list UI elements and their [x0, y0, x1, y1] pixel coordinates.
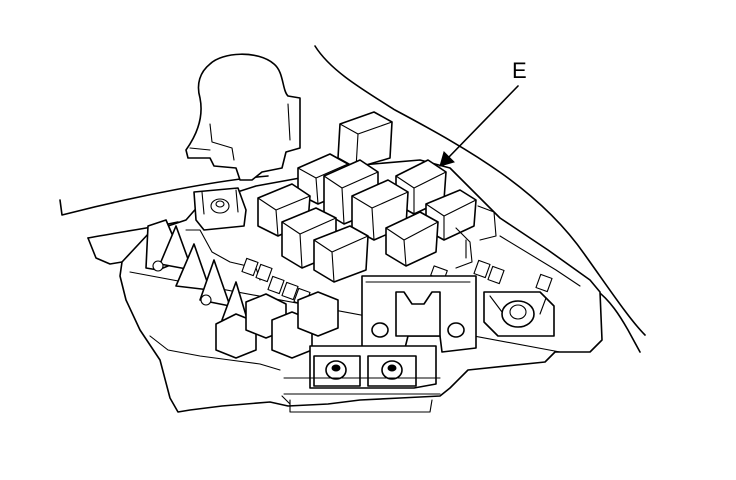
relay-group	[257, 111, 477, 283]
left-partitions	[145, 219, 261, 323]
right-wall-details	[455, 205, 581, 287]
callout-arrow	[439, 85, 519, 167]
bottom-bolt-terminals	[283, 345, 441, 395]
right-bolt-terminal	[483, 291, 555, 337]
lower-left-blocks	[215, 291, 339, 359]
relay-10	[385, 211, 439, 267]
relay-9	[313, 225, 369, 283]
relay-7	[425, 189, 477, 241]
relay-1	[337, 111, 393, 169]
reservoir-component	[185, 53, 301, 181]
left-bolt-bracket	[193, 187, 247, 231]
callout-label-e: E	[512, 58, 527, 83]
